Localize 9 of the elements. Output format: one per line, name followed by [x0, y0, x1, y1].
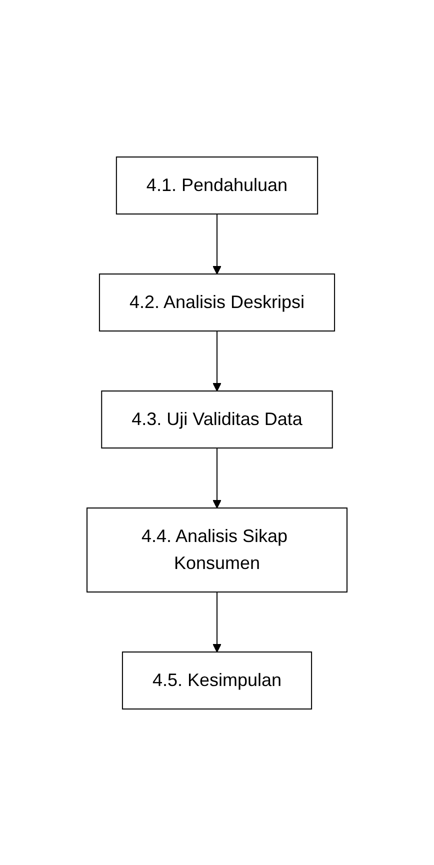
node-box: 4.4. Analisis Sikap Konsumen	[86, 507, 348, 592]
arrow	[212, 447, 222, 508]
arrow	[212, 330, 222, 391]
node-box: 4.5. Kesimpulan	[122, 651, 312, 709]
arrow	[212, 213, 222, 274]
node-box: 4.2. Analisis Deskripsi	[98, 273, 336, 331]
arrow	[212, 591, 222, 652]
node-box: 4.1. Pendahuluan	[116, 156, 318, 214]
node-box: 4.3. Uji Validitas Data	[101, 390, 333, 448]
